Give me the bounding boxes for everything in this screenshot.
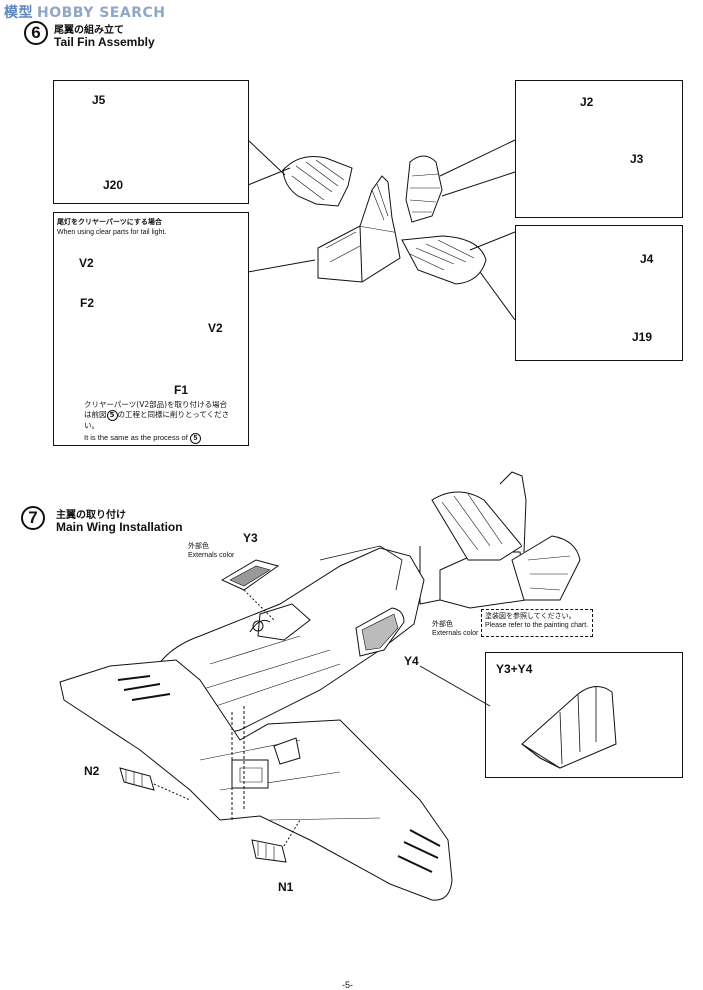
step-ref-circle-en: 5 — [189, 433, 201, 444]
callout-line-y3y4 — [419, 665, 491, 707]
step-7-title-en: Main Wing Installation — [56, 520, 183, 534]
step7-wing — [59, 659, 453, 901]
ext-color-jp-y3: 外部色 — [188, 542, 209, 550]
clear-parts-note-en: It is the same as the process of — [84, 433, 188, 442]
painting-note: 塗装図を参照してください。 Please refer to the painti… — [481, 609, 593, 637]
part-label-v2-left: V2 — [79, 256, 94, 270]
ext-color-en-y3: Externals color — [188, 552, 235, 559]
part-label-f1: F1 — [174, 383, 189, 397]
detail-box-j5-j20 — [53, 80, 249, 204]
part-label-f2: F2 — [80, 296, 95, 310]
part-label-v2-right: V2 — [208, 321, 223, 335]
part-label-n1: N1 — [278, 880, 294, 894]
y4-part — [355, 607, 405, 657]
detail-box-y3-y4 — [485, 652, 683, 778]
callout-line-j2 — [439, 139, 516, 197]
watermark-cjk: 模型 — [4, 5, 33, 21]
n2-part — [119, 767, 191, 801]
part-label-j2: J2 — [580, 95, 594, 109]
part-label-j19: J19 — [632, 330, 653, 344]
part-label-n2: N2 — [84, 764, 100, 778]
part-label-y3: Y3 — [243, 531, 258, 545]
part-label-j3: J3 — [630, 152, 644, 166]
right-stabilizer-shape — [401, 235, 487, 285]
painting-note-jp: 塗装図を参照してください。 — [485, 612, 576, 620]
detail-box-j4-j19 — [515, 225, 683, 361]
ext-color-jp-y4: 外部色 — [432, 620, 453, 628]
watermark-text: HOBBY SEARCH — [37, 5, 166, 21]
clear-parts-title-jp: 尾灯をクリヤーパーツにする場合 — [57, 218, 162, 226]
y3-part — [220, 559, 280, 621]
part-label-j5: J5 — [92, 93, 106, 107]
tail-join-line — [419, 546, 441, 605]
clear-parts-note-jp-3: い。 — [84, 421, 99, 430]
tail-fuselage-section — [317, 175, 401, 283]
part-label-j4: J4 — [640, 252, 654, 266]
clear-parts-note-jp-2b: の工程と同様に削りとってくださ — [117, 410, 230, 419]
clear-parts-note-jp-1: クリヤーパーツ(V2部品)を取り付ける場合 — [84, 400, 228, 409]
step-6-number: 6 — [24, 21, 48, 45]
part-label-j20: J20 — [103, 178, 124, 192]
part-label-y4: Y4 — [404, 654, 419, 668]
step-ref-circle-jp: 5 — [106, 410, 118, 421]
step-6-title-jp: 尾翼の組み立て — [54, 25, 124, 36]
painting-note-en: Please refer to the painting chart. — [485, 622, 589, 629]
step-6-title-en: Tail Fin Assembly — [54, 35, 155, 49]
n1-part — [251, 819, 301, 863]
page-number: -5- — [342, 980, 353, 990]
clear-parts-note-jp-2a: は前図 — [84, 410, 107, 419]
detail-label-y3-y4: Y3+Y4 — [496, 662, 533, 676]
canopy-detail — [521, 686, 617, 769]
ext-color-en-y4: Externals color — [432, 630, 479, 637]
callout-line-j5 — [247, 139, 291, 186]
step-7-number: 7 — [21, 506, 45, 530]
rudder-shape — [405, 155, 443, 223]
detail-box-clear-parts — [53, 212, 249, 446]
left-stabilizer-shape — [282, 156, 353, 207]
clear-parts-note-en-line: It is the same as the process of 5 — [84, 433, 244, 444]
step7-tail-unit — [431, 471, 581, 609]
detail-box-j2-j3 — [515, 80, 683, 218]
wing-alignment-lines — [231, 706, 245, 820]
step-7-title-jp: 主翼の取り付け — [56, 510, 126, 521]
callout-line-clear — [247, 259, 316, 273]
callout-line-j4 — [469, 231, 516, 321]
clear-parts-title-en: When using clear parts for tail light. — [57, 229, 167, 236]
